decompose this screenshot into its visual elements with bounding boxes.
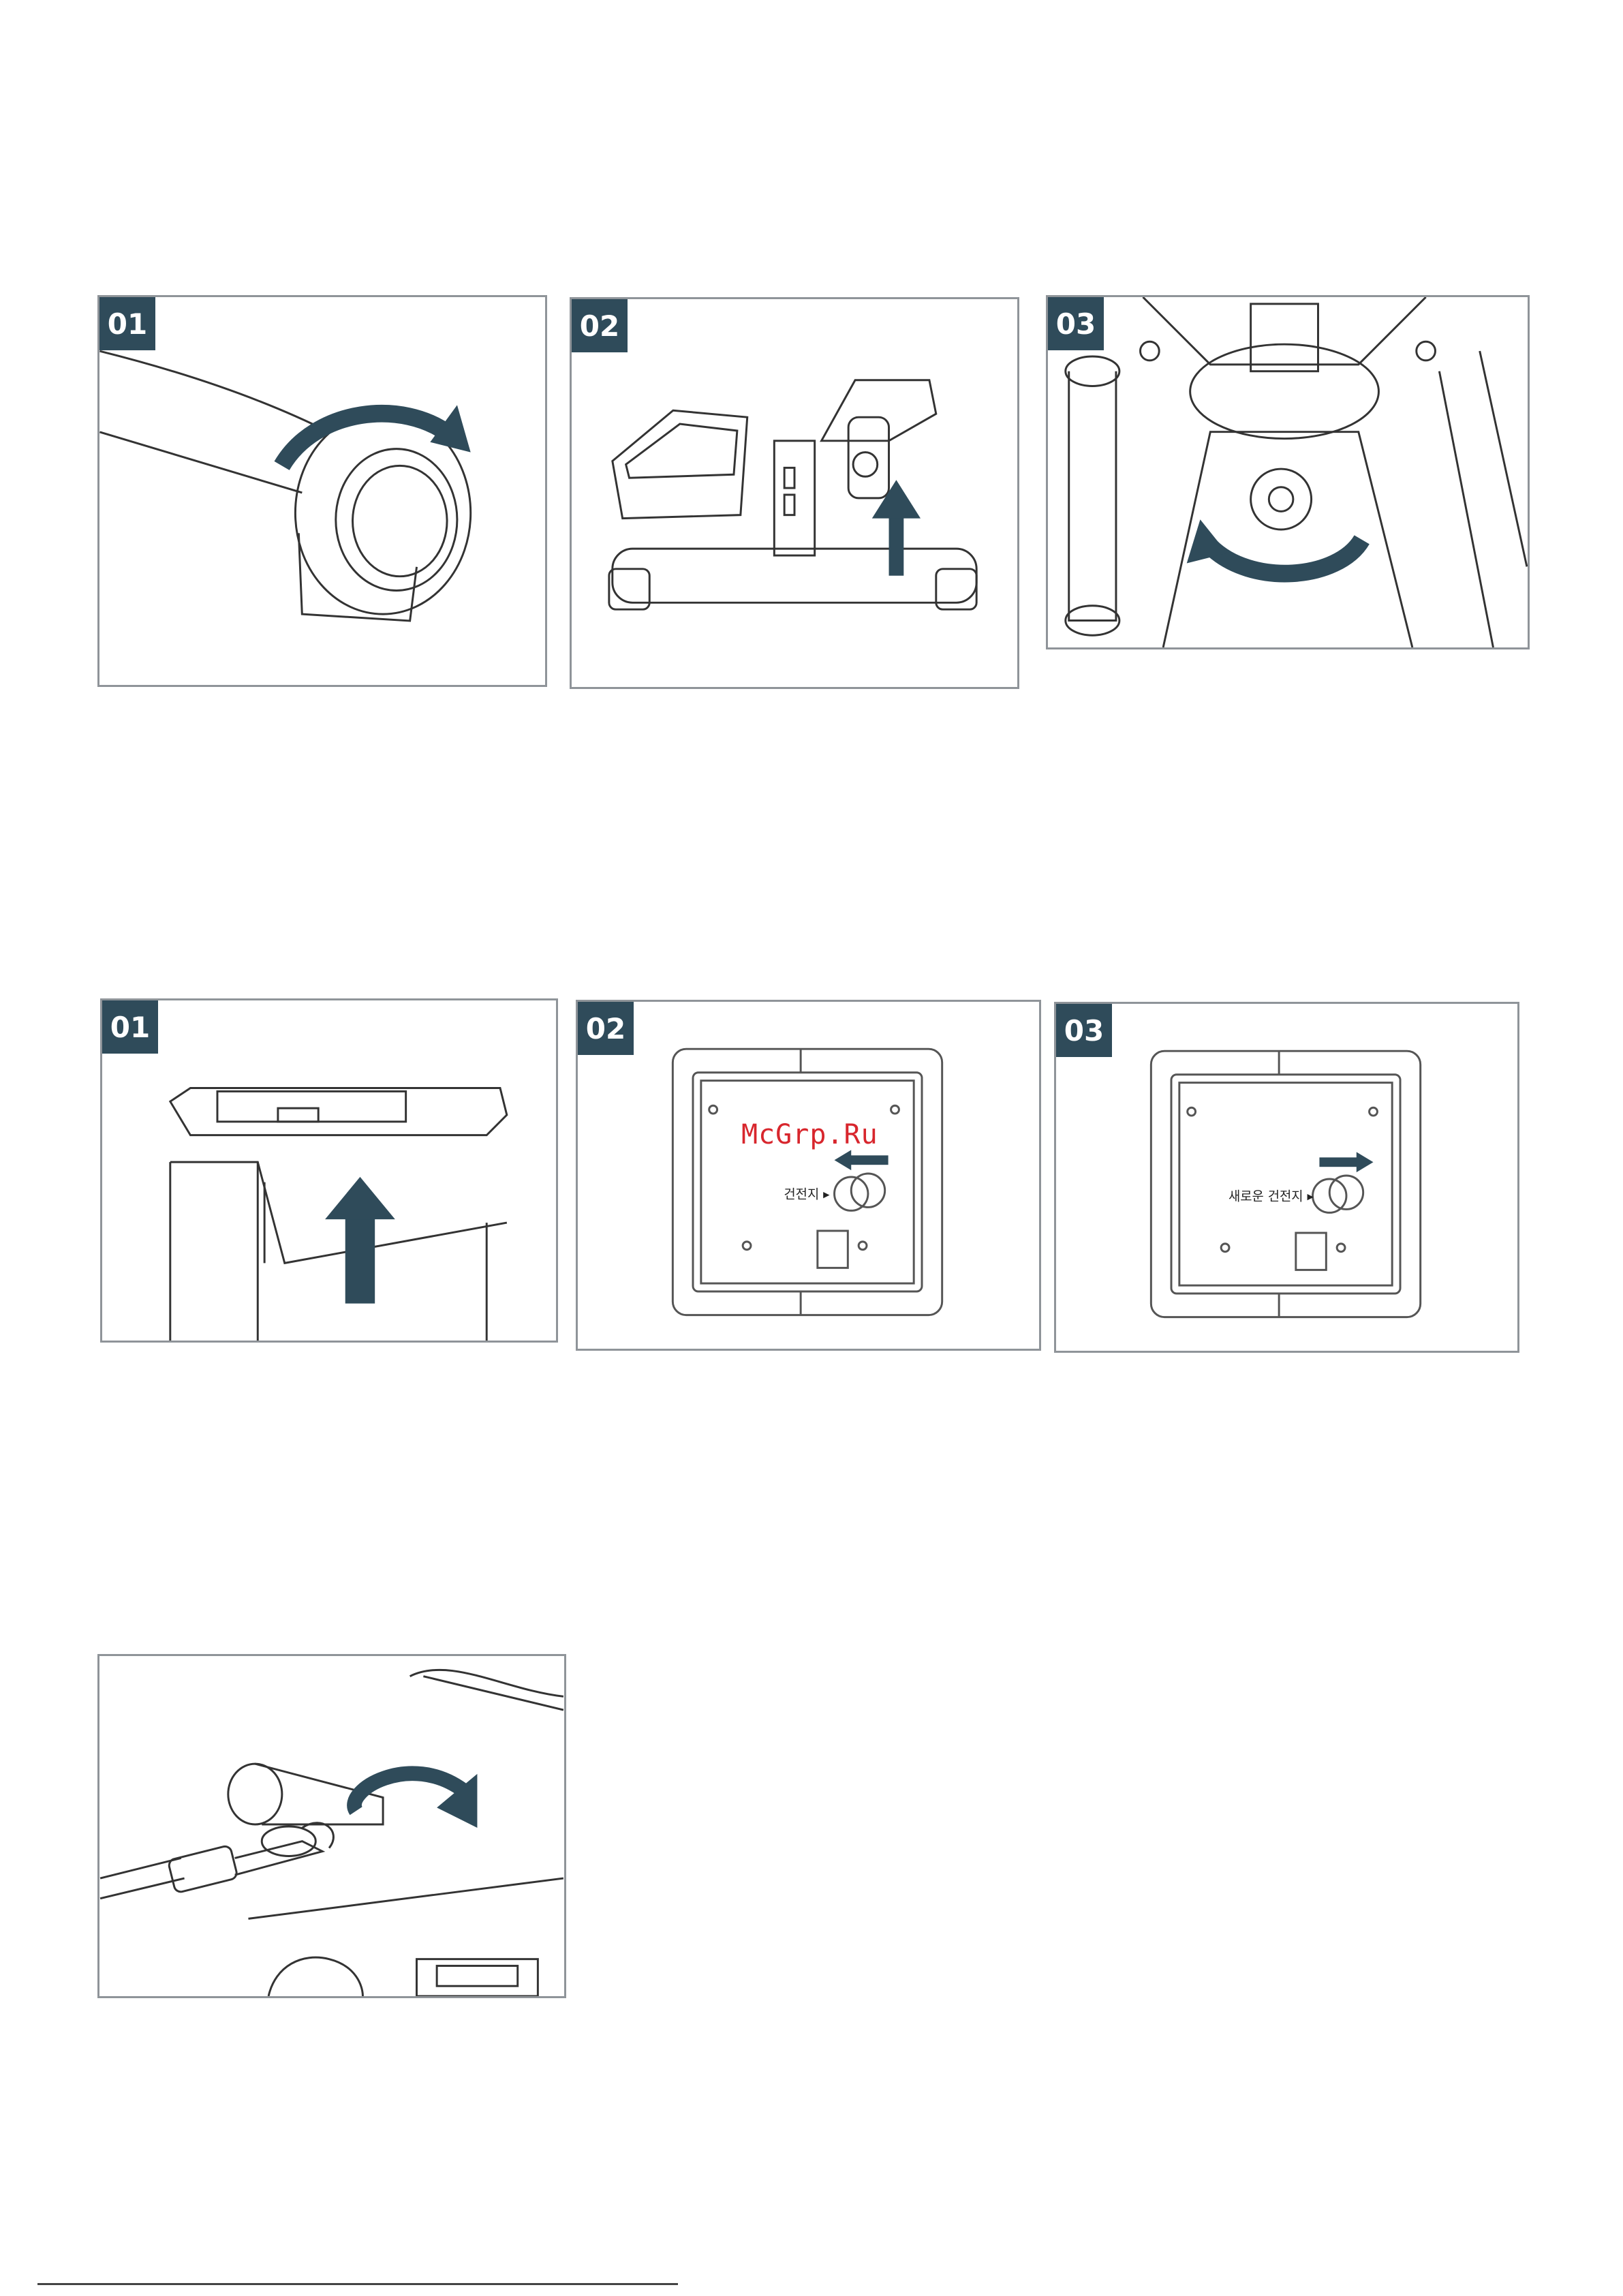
step-badge: 03	[1056, 1004, 1112, 1057]
handle-cap-rotate-illustration	[99, 297, 545, 685]
battery-insert-illustration: 새로운 건전지 ▸	[1056, 1004, 1517, 1351]
watermark: McGrp.Ru	[741, 1119, 878, 1150]
battery-remove-illustration: 건전지 ▸	[578, 1002, 1039, 1349]
panel-r1-02: 02	[570, 297, 1019, 689]
step-badge: 03	[1048, 297, 1104, 350]
panel-r1-03: 03	[1046, 295, 1530, 649]
cable-hook-illustration	[99, 1656, 564, 1996]
stepper-lift-illustration	[572, 299, 1017, 687]
step-badge: 02	[578, 1002, 634, 1055]
step-badge: 02	[572, 299, 628, 352]
step-badge: 01	[99, 297, 155, 350]
panel-r2-02: 02 건전지 ▸	[576, 1000, 1041, 1351]
panel-r2-03: 03 새로운 건전지 ▸	[1054, 1002, 1519, 1353]
panel-r3	[97, 1654, 566, 1998]
battery-label: 새로운 건전지 ▸	[1228, 1189, 1314, 1204]
panel-r2-01: 01	[100, 998, 558, 1343]
knob-rotate-illustration	[1048, 297, 1528, 647]
step-badge: 01	[102, 1000, 158, 1054]
footer-rule	[37, 2283, 678, 2285]
panel-r1-01: 01	[97, 295, 547, 687]
battery-label: 건전지 ▸	[784, 1187, 830, 1202]
display-remove-illustration	[102, 1000, 556, 1341]
